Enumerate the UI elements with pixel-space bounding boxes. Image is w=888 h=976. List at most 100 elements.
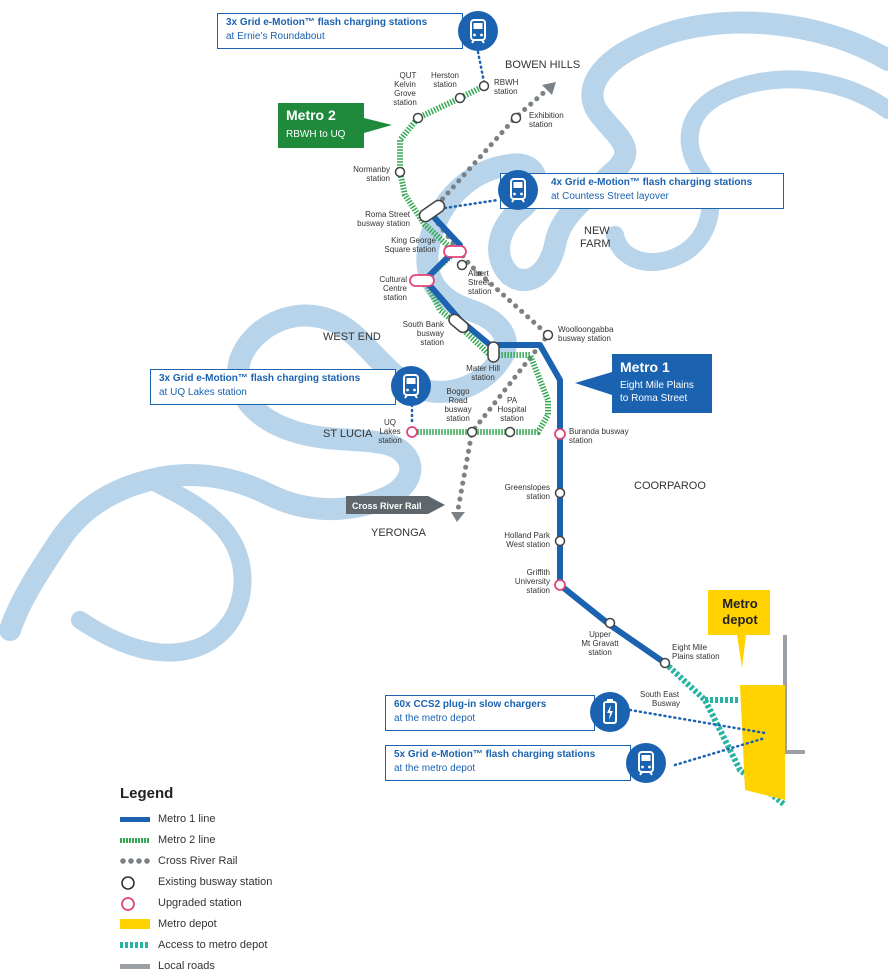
station-holland-park-west: [554, 535, 566, 547]
svg-text:station: station: [494, 87, 518, 96]
metro-depot-area: [740, 685, 785, 800]
suburb-new-farm: NEW: [584, 225, 610, 237]
legend-label: Existing busway station: [158, 875, 273, 888]
legend-label: Metro depot: [158, 917, 217, 930]
svg-text:Kelvin: Kelvin: [394, 80, 416, 89]
legend-label: Upgraded station: [158, 896, 242, 909]
svg-text:busway station: busway station: [558, 334, 611, 343]
svg-text:station: station: [446, 414, 470, 423]
svg-text:station: station: [468, 287, 492, 296]
callout-title: 3x Grid e-Motion™ flash charging station…: [226, 17, 428, 28]
svg-text:station: station: [420, 338, 444, 347]
callout-countess-street: 4x Grid e-Motion™ flash charging station…: [500, 173, 784, 209]
label-roma-street: Roma Street: [365, 210, 411, 219]
svg-text:station: station: [378, 436, 402, 445]
crr-label: Cross River Rail: [352, 501, 422, 511]
station-rbwh: [478, 80, 490, 92]
svg-text:Mt Gravatt: Mt Gravatt: [581, 639, 619, 648]
callout-subtitle: at the metro depot: [394, 713, 476, 724]
label-king-george: King George: [391, 236, 436, 245]
svg-text:station: station: [393, 98, 417, 107]
label-qut: QUT: [400, 71, 417, 80]
crr-arrow-south-icon: [451, 512, 465, 522]
legend-item-crr: Cross River Rail: [120, 850, 272, 871]
callout-title: 60x CCS2 plug-in slow chargers: [394, 699, 547, 710]
station-king-george-square: [443, 245, 467, 258]
label-mater-hill: Mater Hill: [466, 364, 500, 373]
svg-text:Hospital: Hospital: [498, 405, 527, 414]
charging-connectors: [410, 50, 767, 767]
svg-text:busway: busway: [444, 405, 471, 414]
metro1-line-swatch: [120, 812, 158, 826]
station-pa-hospital: [504, 426, 516, 438]
station-normanby: [394, 166, 406, 178]
station-labels: QUT Kelvin Grove station Herston station…: [353, 71, 720, 708]
legend-item-depot: Metro depot: [120, 913, 272, 934]
svg-text:Street: Street: [468, 278, 490, 287]
svg-text:Grove: Grove: [394, 89, 416, 98]
svg-text:West station: West station: [506, 540, 550, 549]
callout-title: 3x Grid e-Motion™ flash charging station…: [159, 373, 361, 384]
svg-text:station: station: [366, 174, 390, 183]
label-greenslopes: Greenslopes: [505, 483, 550, 492]
svg-text:station: station: [383, 293, 407, 302]
callout-title: 4x Grid e-Motion™ flash charging station…: [551, 177, 753, 188]
label-eight-mile-plains: Eight Mile: [672, 643, 708, 652]
depot-label-1: Metro: [722, 596, 757, 611]
legend-title: Legend: [120, 785, 174, 802]
station-qut-kelvin-grove: [412, 112, 424, 124]
svg-text:station: station: [471, 373, 495, 382]
svg-text:FARM: FARM: [580, 238, 611, 250]
station-buranda: [554, 428, 566, 440]
legend-item-existing-station: Existing busway station: [120, 871, 272, 892]
legend-label: Metro 2 line: [158, 833, 216, 846]
upgraded-stations: [406, 245, 566, 591]
station-albert-street: [456, 259, 468, 271]
upgraded-station-swatch: [120, 896, 158, 911]
callout-subtitle: at Ernie’s Roundabout: [226, 31, 325, 42]
station-roma-street: [418, 199, 446, 223]
label-cultural-centre: Cultural: [379, 275, 407, 284]
suburb-bowen-hills: BOWEN HILLS: [505, 59, 580, 71]
stations: [394, 80, 671, 669]
label-herston: Herston: [431, 71, 459, 80]
local-roads-swatch: [120, 959, 158, 973]
svg-text:Busway: Busway: [652, 699, 680, 708]
label-boggo-road: Boggo: [446, 387, 470, 396]
callout-ccs2-chargers: 60x CCS2 plug-in slow chargers at the me…: [385, 695, 595, 731]
depot-swatch: [120, 917, 158, 931]
svg-text:station: station: [500, 414, 524, 423]
battery-plug-icon: [590, 692, 630, 732]
suburb-labels: BOWEN HILLS NEW FARM WEST END ST LUCIA C…: [323, 59, 706, 539]
legend-item-depot-access: Access to metro depot: [120, 934, 272, 955]
label-uq-lakes: UQ: [384, 418, 396, 427]
crr-arrow-north-icon: [542, 82, 556, 95]
station-exhibition: [510, 112, 522, 124]
legend-item-metro2: Metro 2 line: [120, 829, 272, 850]
label-exhibition: Exhibition: [529, 111, 564, 120]
svg-text:busway: busway: [417, 329, 444, 338]
legend-label: Local roads: [158, 959, 215, 972]
svg-text:station: station: [526, 586, 550, 595]
depot-label-2: depot: [722, 612, 758, 627]
legend-item-metro1: Metro 1 line: [120, 808, 272, 829]
svg-text:station: station: [569, 436, 593, 445]
depot-label-bg: [708, 590, 770, 668]
river-lower: [71, 471, 252, 662]
callout-depot-flash: 5x Grid e-Motion™ flash charging station…: [385, 745, 631, 781]
label-rbwh: RBWH: [494, 78, 519, 87]
legend-label: Cross River Rail: [158, 854, 238, 867]
legend-label: Metro 1 line: [158, 812, 216, 825]
legend-item-upgraded-station: Upgraded station: [120, 892, 272, 913]
svg-text:University: University: [515, 577, 550, 586]
callout-subtitle: at UQ Lakes station: [159, 387, 247, 398]
station-uq-lakes: [406, 426, 418, 438]
suburb-yeronga: YERONGA: [371, 527, 427, 539]
station-eight-mile-plains: [659, 657, 671, 669]
river-upper: [606, 70, 888, 272]
svg-text:Plains station: Plains station: [672, 652, 720, 661]
metro2-line: [397, 83, 551, 435]
suburb-west-end: WEST END: [323, 331, 381, 343]
metro2-title: Metro 2: [286, 107, 336, 123]
